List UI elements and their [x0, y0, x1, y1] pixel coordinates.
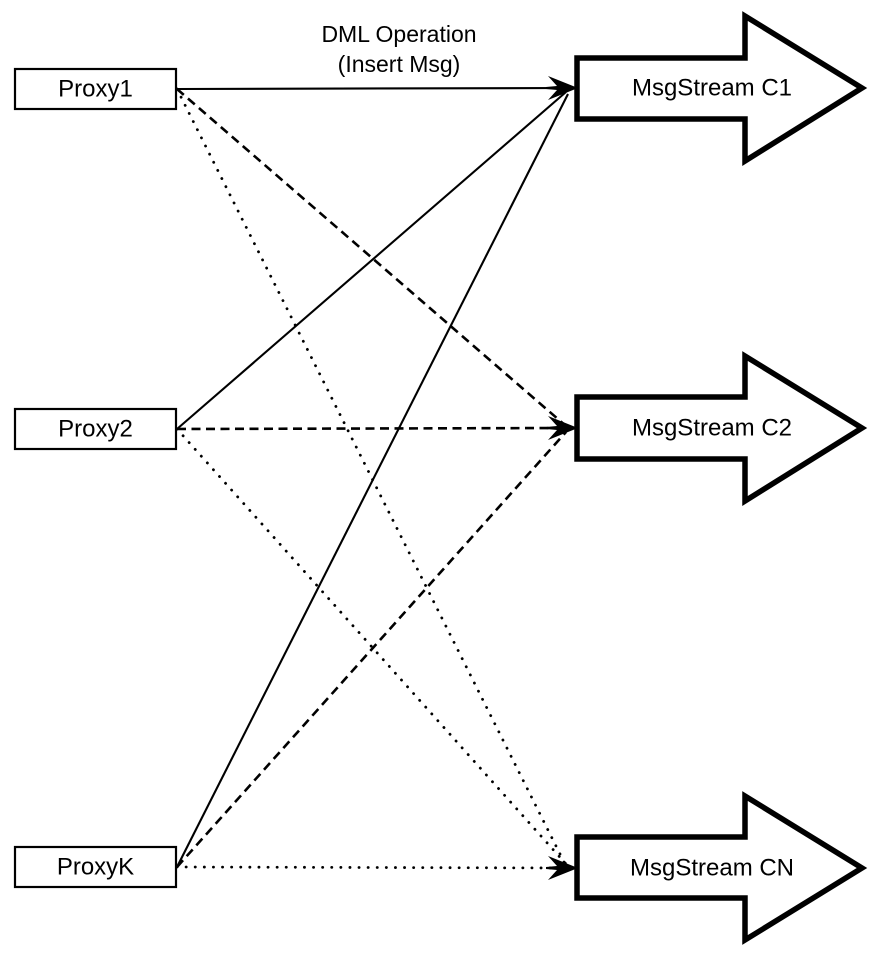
arrow-head-icon [546, 856, 578, 880]
edge-proxy1-c1 [176, 86, 569, 91]
edges-layer [175, 86, 569, 870]
msgstream-nodes-layer: MsgStream C1 MsgStream C2 MsgStream CN [574, 11, 868, 945]
proxy-node-proxy1[interactable]: Proxy1 [13, 67, 178, 111]
msgstream-node-msgstream_c2[interactable]: MsgStream C2 [574, 351, 868, 506]
edge-caption-line2: (Insert Msg) [338, 51, 461, 77]
msgstream-node-label: MsgStream CN [630, 854, 794, 881]
arrowheads-layer [546, 76, 578, 880]
proxy-box-outline [13, 845, 178, 889]
proxy-node-proxyK[interactable]: ProxyK [13, 845, 178, 889]
proxy-node-label: Proxy2 [58, 415, 133, 442]
proxy-node-label: ProxyK [57, 853, 134, 880]
msgstream-block-arrow-icon [574, 791, 868, 945]
edge-line-solid [176, 86, 569, 91]
msgstream-node-msgstream_cn[interactable]: MsgStream CN [574, 791, 868, 945]
edge-proxy1-cn [175, 87, 568, 868]
msgstream-node-label: MsgStream C2 [632, 414, 792, 441]
edge-proxyK-c2 [176, 431, 567, 868]
edge-line-solid [176, 93, 569, 868]
arrow-head-icon [546, 76, 578, 100]
edge-caption-group: DML Operation (Insert Msg) [321, 21, 476, 77]
edge-line-dashed [176, 431, 567, 868]
proxy-box-outline [13, 407, 178, 451]
proxy-node-proxy2[interactable]: Proxy2 [13, 407, 178, 451]
edge-proxyK-c1 [176, 93, 569, 868]
edge-proxy2-c2 [176, 426, 567, 431]
msgstream-node-msgstream_c1[interactable]: MsgStream C1 [574, 11, 868, 166]
edge-proxyK-cn [175, 865, 568, 870]
edge-line-dotted [175, 427, 568, 866]
msgstream-node-label: MsgStream C1 [632, 74, 792, 101]
edge-line-dotted [175, 865, 568, 870]
edge-line-solid [176, 91, 567, 430]
edge-proxy1-c2 [176, 88, 567, 427]
edge-caption-line1: DML Operation [321, 21, 476, 47]
msgstream-block-arrow-icon [574, 11, 868, 166]
edge-line-dashed [176, 426, 567, 431]
edge-proxy2-cn [175, 427, 568, 866]
proxy-box-outline [13, 67, 178, 111]
edge-proxy2-c1 [176, 91, 567, 430]
arrow-head-icon [546, 416, 578, 440]
proxy-node-label: Proxy1 [58, 75, 133, 102]
msgstream-block-arrow-icon [574, 351, 868, 506]
edge-line-dashed [176, 88, 567, 427]
edge-line-dotted [175, 87, 568, 868]
